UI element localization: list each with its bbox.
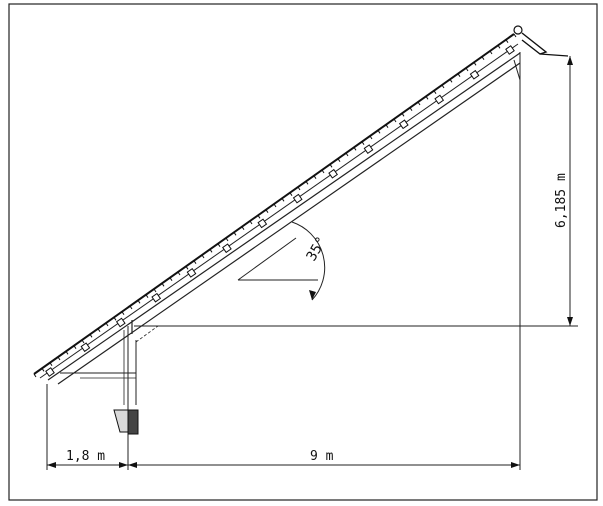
drawing-border	[8, 3, 598, 501]
batten-square	[80, 342, 91, 353]
batten-square	[257, 218, 268, 229]
batten-squares	[45, 45, 515, 377]
rafter-top	[47, 52, 521, 381]
ridge-short-lines	[513, 59, 521, 81]
angle-slope-line	[237, 237, 297, 281]
batten-square	[434, 94, 445, 105]
vdim-arrow-top	[567, 56, 573, 65]
eave-overhang-label: 1,8 m	[66, 449, 105, 464]
rafter-bottom	[57, 62, 521, 385]
batten-square	[398, 119, 409, 130]
batten-square	[222, 243, 232, 254]
wall-block-dark	[127, 409, 139, 435]
batten-square	[328, 168, 338, 179]
horizontal-span-label: 9 m	[310, 449, 334, 464]
batten-square	[151, 292, 162, 303]
batten-line	[39, 43, 519, 379]
roof-tiles	[33, 33, 517, 378]
eave-dashed	[135, 325, 159, 343]
dim-arrow-mid-l	[119, 462, 128, 468]
batten-square	[363, 144, 374, 154]
angle-arc-arrow	[309, 290, 316, 300]
ridge-right-stub	[539, 53, 569, 57]
wall-block	[113, 409, 129, 433]
batten-square	[469, 69, 480, 80]
batten-square	[292, 193, 303, 204]
ridge-flashing	[521, 32, 548, 55]
vdim-arrow-bottom	[567, 317, 573, 326]
batten-square	[186, 268, 197, 278]
angle-arc	[291, 221, 326, 301]
dim-arrow-mid-r	[128, 462, 137, 468]
batten-square	[45, 367, 55, 377]
pitch-angle-label: 35°	[304, 234, 331, 264]
rise-label: 6,185 m	[554, 173, 569, 228]
ridge-cap	[513, 25, 523, 35]
dim-arrow-right	[511, 462, 520, 468]
dim-arrow-left	[47, 462, 56, 468]
batten-square	[505, 45, 515, 55]
batten-square	[115, 317, 126, 328]
